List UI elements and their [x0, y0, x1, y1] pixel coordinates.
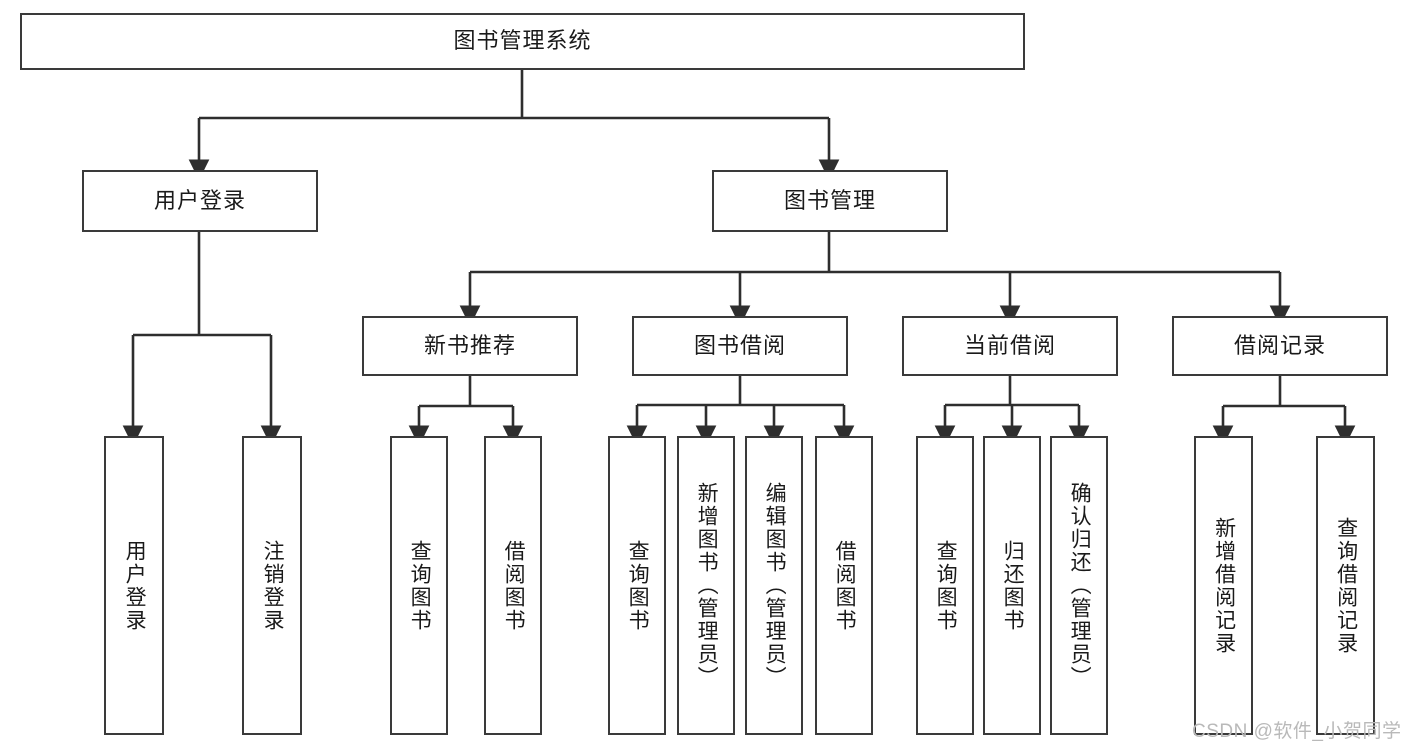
node-leaf-query-book-rec-label: 查询图书 [408, 539, 432, 632]
node-book-manage-label: 图书管理 [783, 187, 876, 213]
node-leaf-borrow-book-rec[interactable]: 借阅图书 [484, 436, 542, 735]
node-user-login[interactable]: 用户登录 [82, 170, 318, 232]
node-current-borrow-label: 当前借阅 [963, 332, 1056, 358]
node-leaf-user-logout-label: 注销登录 [261, 539, 285, 632]
node-leaf-query-book-rec[interactable]: 查询图书 [390, 436, 448, 735]
node-leaf-add-borrow-record-label: 新增借阅记录 [1212, 516, 1236, 655]
node-leaf-confirm-return-admin[interactable]: 确认归还（管理员） [1050, 436, 1108, 735]
node-leaf-return-book[interactable]: 归还图书 [983, 436, 1041, 735]
node-leaf-user-logout[interactable]: 注销登录 [242, 436, 302, 735]
node-book-borrow-label: 图书借阅 [693, 332, 786, 358]
node-root[interactable]: 图书管理系统 [20, 13, 1025, 70]
node-leaf-add-book-admin[interactable]: 新增图书（管理员） [677, 436, 735, 735]
node-leaf-user-login[interactable]: 用户登录 [104, 436, 164, 735]
node-leaf-borrow-book-rec-label: 借阅图书 [502, 539, 526, 632]
node-leaf-confirm-return-admin-label: 确认归还（管理员） [1068, 482, 1092, 689]
node-borrow-record-label: 借阅记录 [1233, 332, 1326, 358]
node-leaf-add-book-admin-label: 新增图书（管理员） [695, 482, 719, 689]
node-leaf-query-book-cb-label: 查询图书 [934, 539, 958, 632]
node-user-login-label: 用户登录 [153, 187, 246, 213]
node-leaf-borrow-book-br[interactable]: 借阅图书 [815, 436, 873, 735]
node-leaf-edit-book-admin[interactable]: 编辑图书（管理员） [745, 436, 803, 735]
node-leaf-borrow-book-br-label: 借阅图书 [833, 539, 857, 632]
node-leaf-query-borrow-record-label: 查询借阅记录 [1334, 516, 1358, 655]
node-leaf-query-book-cb[interactable]: 查询图书 [916, 436, 974, 735]
node-leaf-user-login-label: 用户登录 [123, 539, 147, 632]
node-current-borrow[interactable]: 当前借阅 [902, 316, 1118, 376]
node-book-borrow[interactable]: 图书借阅 [632, 316, 848, 376]
csdn-watermark: CSDN @软件_小贺同学 [1192, 721, 1402, 742]
node-leaf-add-borrow-record[interactable]: 新增借阅记录 [1194, 436, 1253, 735]
node-new-book-recommend-label: 新书推荐 [423, 332, 516, 358]
node-leaf-edit-book-admin-label: 编辑图书（管理员） [763, 482, 787, 689]
node-borrow-record[interactable]: 借阅记录 [1172, 316, 1388, 376]
node-leaf-query-borrow-record[interactable]: 查询借阅记录 [1316, 436, 1375, 735]
node-leaf-return-book-label: 归还图书 [1001, 539, 1025, 632]
node-new-book-recommend[interactable]: 新书推荐 [362, 316, 578, 376]
node-book-manage[interactable]: 图书管理 [712, 170, 948, 232]
node-leaf-query-book-br-label: 查询图书 [626, 539, 650, 632]
node-leaf-query-book-br[interactable]: 查询图书 [608, 436, 666, 735]
node-root-label: 图书管理系统 [453, 28, 592, 54]
